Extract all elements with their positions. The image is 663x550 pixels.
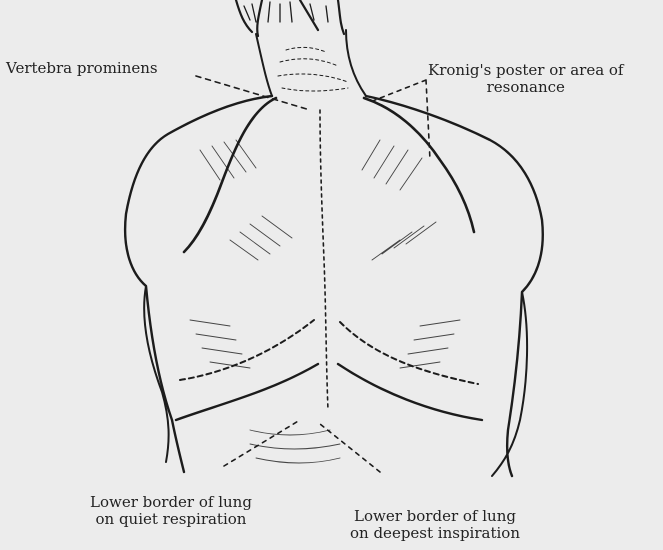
lower-border-quiet-right — [340, 322, 478, 384]
left-lung-upper-border — [184, 98, 276, 252]
neck-outline — [256, 30, 366, 96]
label-kronig: Kronig's poster or area of resonance — [428, 62, 623, 96]
lower-border-quiet-left — [180, 320, 314, 380]
spine-line — [320, 110, 328, 410]
label-quiet-line2: on quiet respiration — [90, 511, 252, 528]
label-deep-line2: on deepest inspiration — [350, 525, 520, 542]
leader-deep — [320, 424, 380, 472]
label-quiet-line1: Lower border of lung — [90, 494, 252, 511]
lower-border-deep-left — [176, 364, 318, 420]
label-lower-border-quiet: Lower border of lung on quiet respiratio… — [90, 494, 252, 528]
label-lower-border-deep: Lower border of lung on deepest inspirat… — [350, 508, 520, 542]
label-deep-line1: Lower border of lung — [350, 508, 520, 525]
neck-shading — [278, 47, 348, 91]
label-kronig-line1: Kronig's poster or area of — [428, 62, 623, 79]
label-kronig-line2: resonance — [428, 79, 623, 96]
leader-vertebra — [196, 76, 310, 110]
hair-shading — [244, 2, 328, 22]
right-lung-upper-border — [364, 98, 474, 232]
label-vertebra-prominens: Vertebra prominens — [6, 60, 158, 77]
right-arm-outline — [492, 292, 527, 476]
lower-border-deep-right — [338, 364, 482, 420]
leader-kronig — [370, 80, 430, 160]
label-vertebra-text: Vertebra prominens — [6, 60, 158, 77]
